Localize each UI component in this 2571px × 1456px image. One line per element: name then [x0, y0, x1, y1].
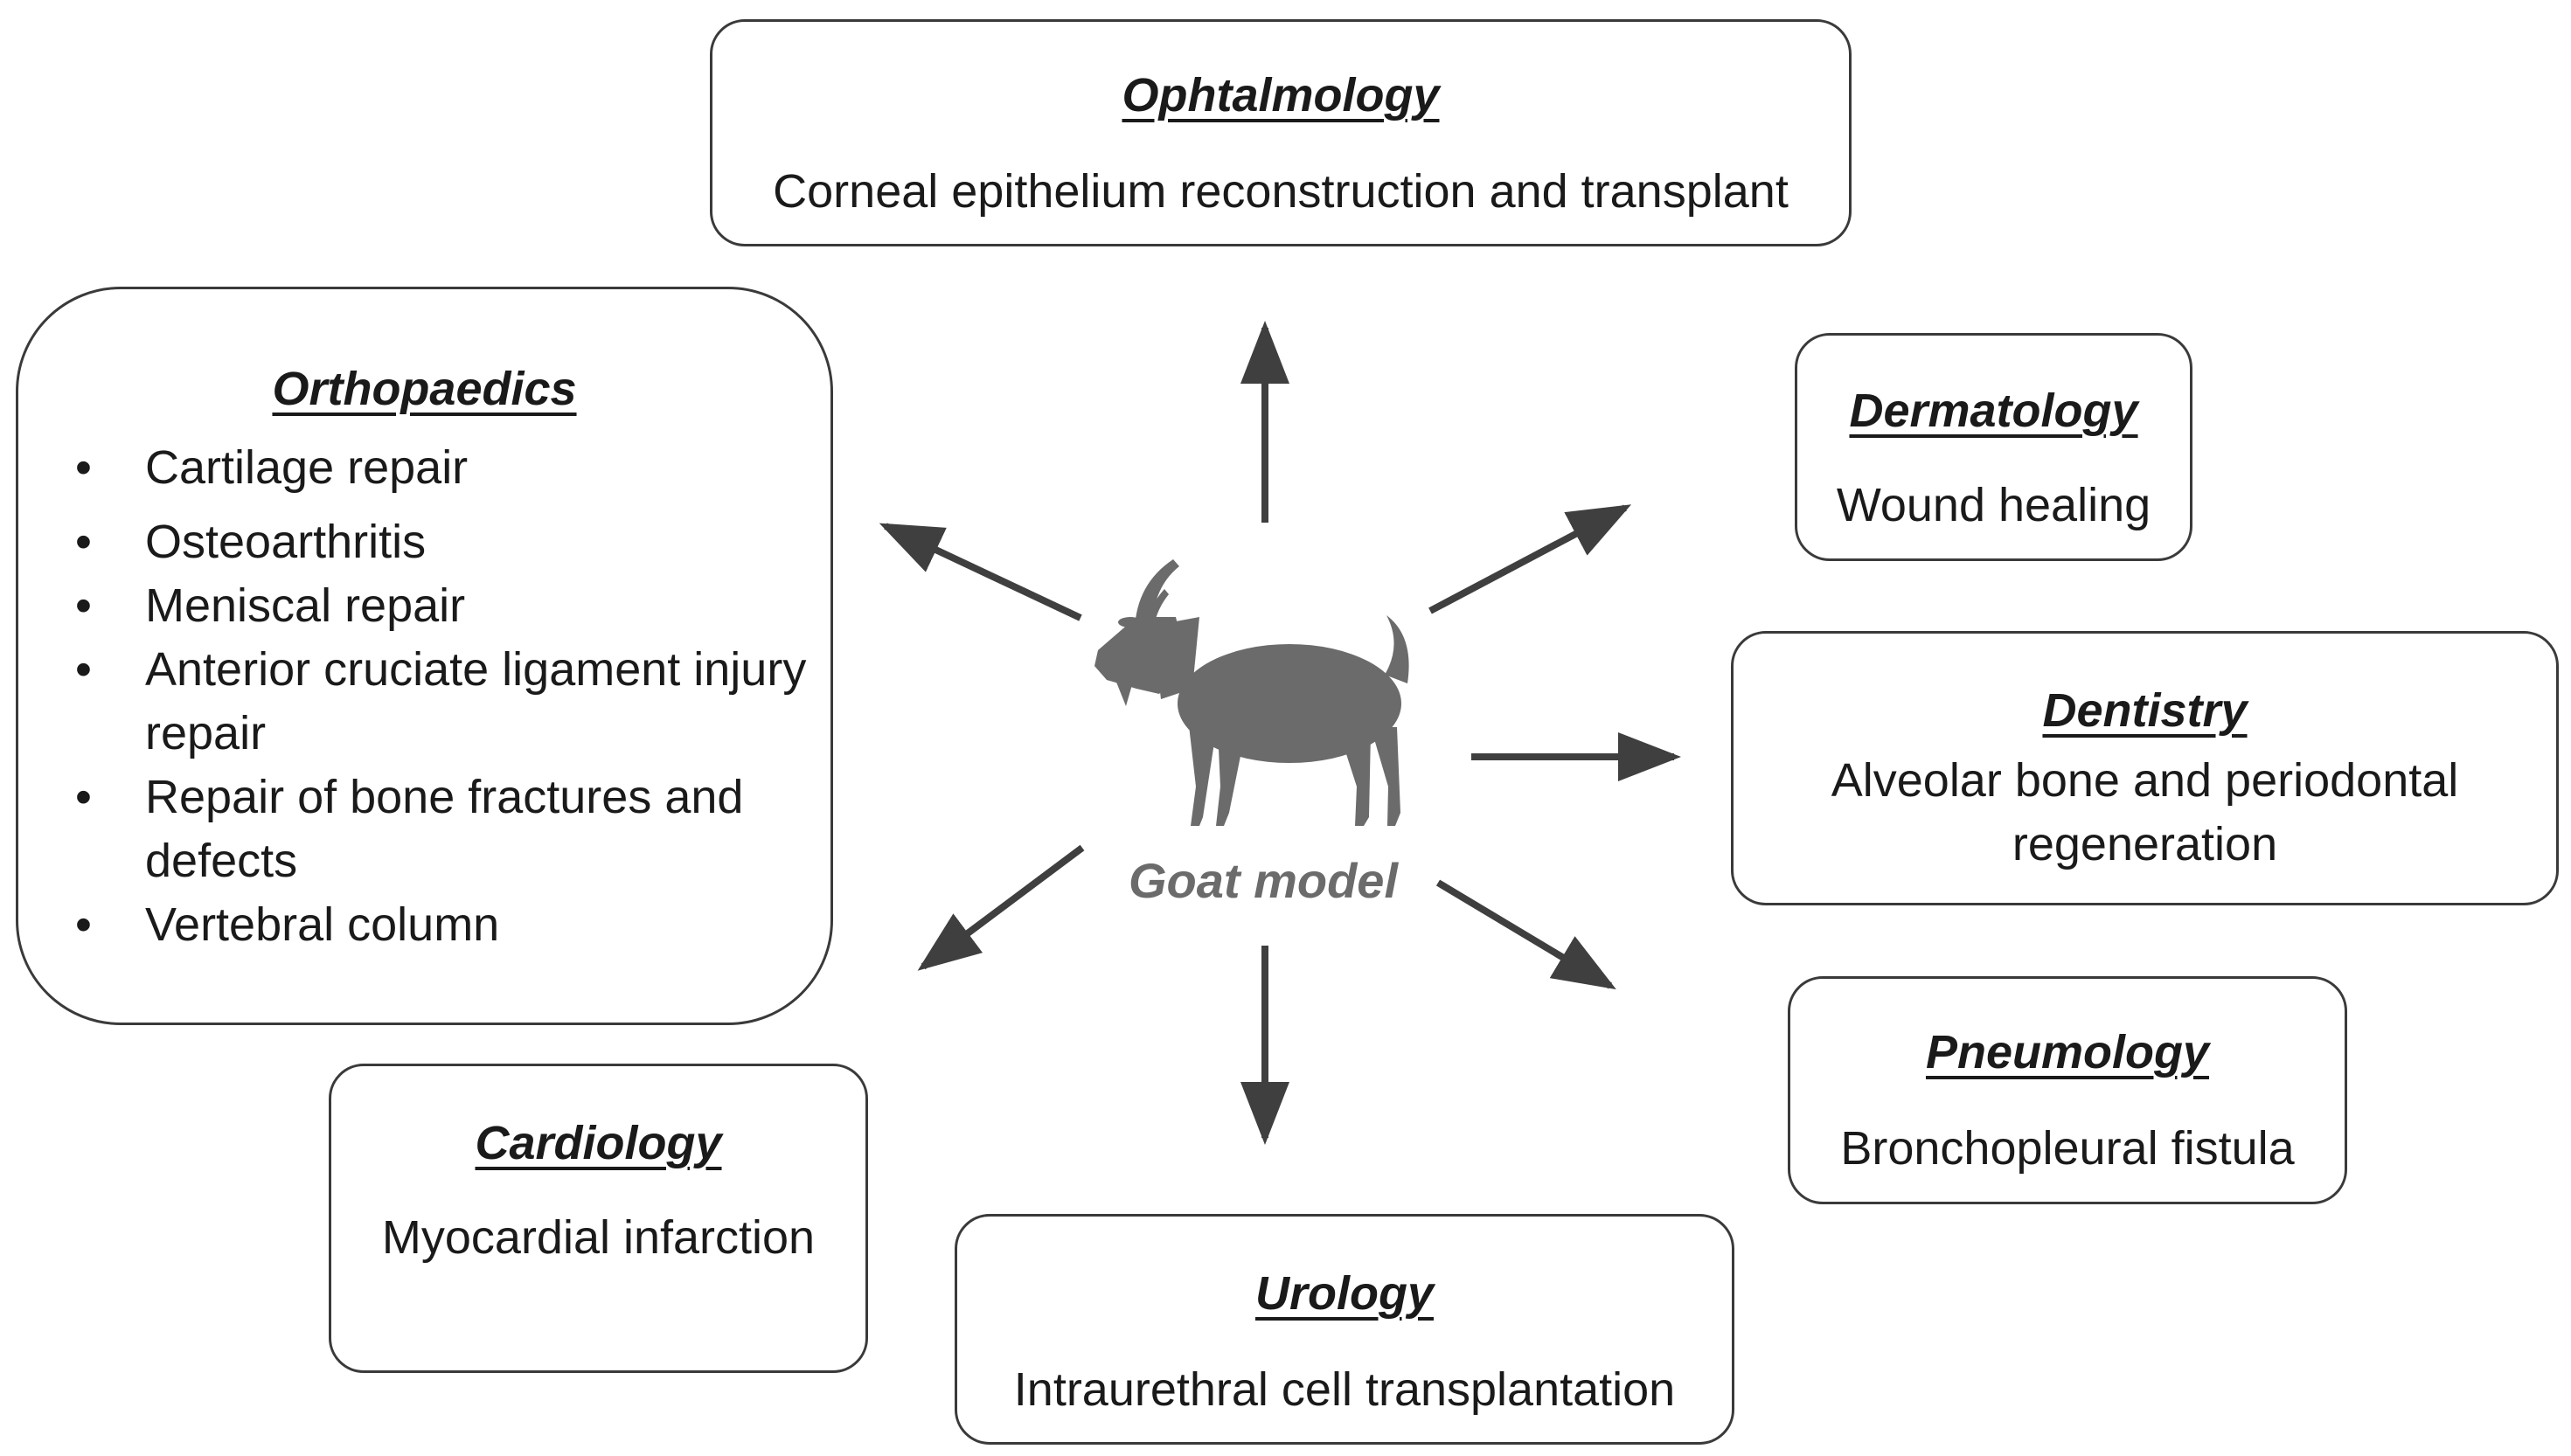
arrow-to-dermatology: [1428, 504, 1632, 614]
orthopaedics-list: •Cartilage repair •Osteoarthritis •Menis…: [18, 436, 830, 957]
cardiology-box: Cardiology Myocardial infarction: [329, 1064, 868, 1373]
ophthalmology-box: Ophtalmology Corneal epithelium reconstr…: [710, 19, 1852, 246]
urology-desc: Intraurethral cell transplantation: [1013, 1363, 1676, 1416]
arrow-to-orthopaedics: [879, 523, 1082, 621]
list-item: •Meniscal repair: [75, 579, 466, 632]
goat-icon: [1094, 559, 1409, 826]
list-item: •Osteoarthritis: [75, 516, 427, 568]
pneumology-box: Pneumology Bronchopleural fistula: [1788, 976, 2347, 1204]
pneumology-desc: Bronchopleural fistula: [1840, 1122, 2295, 1175]
list-item: •Vertebral column: [75, 898, 500, 951]
list-item: •Anterior cruciate ligament injury repai…: [75, 643, 807, 759]
urology-title: Urology: [1254, 1267, 1434, 1320]
ophthalmology-title: Ophtalmology: [1122, 69, 1440, 121]
list-item: •Cartilage repair: [75, 441, 469, 494]
urology-box: Urology Intraurethral cell transplantati…: [955, 1214, 1734, 1445]
orthopaedics-title: Orthopaedics: [272, 363, 577, 415]
cardiology-desc: Myocardial infarction: [381, 1211, 816, 1264]
dentistry-desc: Alveolar bone and periodontal regenerati…: [1831, 754, 2459, 870]
ophthalmology-desc: Corneal epithelium reconstruction and tr…: [773, 165, 1789, 218]
dentistry-box: Dentistry Alveolar bone and periodontal …: [1731, 631, 2559, 905]
dentistry-title: Dentistry: [2042, 684, 2248, 737]
list-item: •Repair of bone fractures and defects: [75, 771, 744, 887]
dermatology-title: Dermatology: [1849, 385, 2138, 437]
dermatology-desc: Wound healing: [1836, 479, 2151, 531]
dermatology-box: Dermatology Wound healing: [1795, 333, 2192, 561]
pneumology-title: Pneumology: [1925, 1026, 2210, 1078]
cardiology-title: Cardiology: [475, 1117, 722, 1169]
orthopaedics-box: Orthopaedics •Cartilage repair •Osteoart…: [16, 287, 833, 1025]
arrow-to-pneumology: [1435, 879, 1616, 990]
arrow-to-cardiology: [917, 844, 1085, 971]
center-label: Goat model: [1128, 853, 1399, 908]
